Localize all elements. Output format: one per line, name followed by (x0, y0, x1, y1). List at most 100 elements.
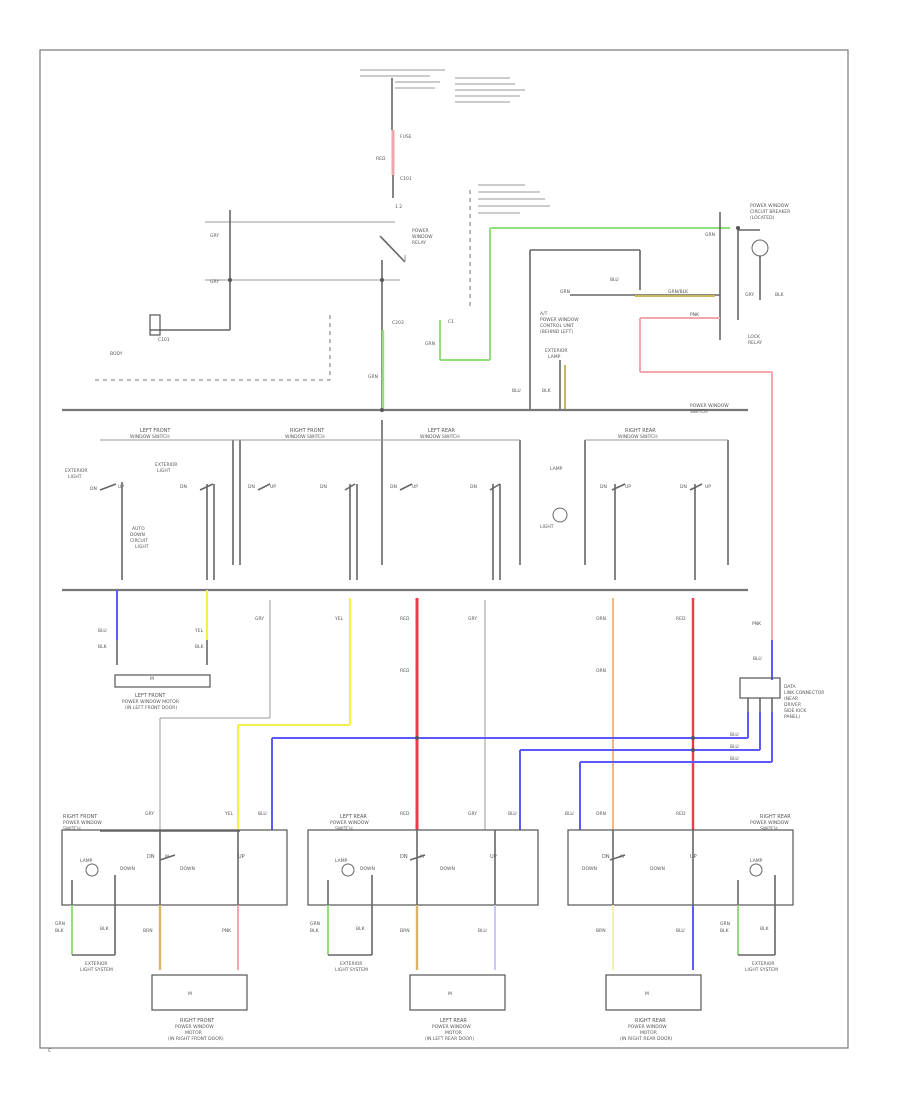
diagram-frame (39, 49, 849, 1049)
svg-text:GRN/BLK: GRN/BLK (668, 289, 689, 295)
svg-text:LEFT REAR: LEFT REAR (440, 1018, 467, 1024)
svg-text:YEL: YEL (224, 811, 234, 817)
svg-text:M: M (188, 991, 192, 997)
svg-text:LEFT FRONT: LEFT FRONT (140, 428, 171, 434)
svg-text:GRY: GRY (468, 811, 477, 817)
svg-text:EXTERIOR: EXTERIOR (752, 961, 775, 967)
svg-text:RED: RED (400, 616, 410, 622)
svg-text:GRN: GRN (310, 921, 320, 927)
svg-text:DATA: DATA (784, 684, 797, 690)
svg-text:AUTO: AUTO (132, 526, 145, 532)
svg-text:LAMP: LAMP (750, 858, 763, 864)
svg-text:RELAY: RELAY (748, 340, 762, 346)
svg-text:(IN RIGHT FRONT DOOR): (IN RIGHT FRONT DOOR) (168, 1036, 224, 1042)
svg-text:GRN: GRN (55, 921, 65, 927)
svg-text:POWER WINDOW: POWER WINDOW (540, 317, 579, 323)
svg-text:CONTROL UNIT: CONTROL UNIT (540, 323, 574, 329)
svg-text:WINDOW SWITCH: WINDOW SWITCH (618, 434, 658, 440)
svg-text:BLU: BLU (512, 388, 521, 394)
svg-text:BLU: BLU (753, 656, 762, 662)
right-front-window-switch-module: RIGHT FRONT POWER WINDOW SWITCH LAMP DOW… (61, 814, 288, 906)
switch-contacts: DN UP DN DN UP DN DN UP DN DN UP (90, 482, 711, 580)
svg-text:WINDOW SWITCH: WINDOW SWITCH (285, 434, 325, 440)
svg-text:GRY: GRY (745, 292, 754, 298)
svg-text:DN: DN (400, 854, 408, 860)
svg-text:EXTERIOR: EXTERIOR (155, 462, 178, 468)
svg-text:BRN: BRN (143, 928, 153, 934)
svg-text:ORN: ORN (596, 811, 606, 817)
svg-text:YEL: YEL (334, 616, 344, 622)
svg-text:RED: RED (676, 811, 686, 817)
svg-text:GRY: GRY (210, 233, 219, 239)
svg-text:RIGHT REAR: RIGHT REAR (625, 428, 656, 434)
svg-text:DOWN: DOWN (440, 866, 455, 872)
svg-text:M: M (420, 854, 424, 860)
svg-text:ORN: ORN (596, 668, 606, 674)
svg-text:ORN: ORN (596, 616, 606, 622)
junction-dots (228, 226, 740, 752)
svg-text:DN: DN (602, 854, 610, 860)
svg-text:(IN LEFT FRONT DOOR): (IN LEFT FRONT DOOR) (125, 705, 177, 711)
svg-text:DOWN: DOWN (120, 866, 135, 872)
svg-text:BODY: BODY (110, 351, 123, 357)
svg-text:LEFT REAR: LEFT REAR (340, 814, 367, 820)
svg-text:BLU: BLU (730, 744, 739, 750)
svg-text:RED: RED (400, 811, 410, 817)
svg-text:LIGHT: LIGHT (157, 468, 171, 474)
svg-text:RELAY: RELAY (412, 240, 426, 246)
svg-text:LEFT FRONT: LEFT FRONT (135, 693, 166, 699)
svg-text:FUSE: FUSE (400, 134, 412, 140)
svg-text:BLK: BLK (356, 926, 366, 932)
svg-text:RED: RED (400, 668, 410, 674)
svg-text:GRN: GRN (705, 232, 715, 238)
svg-text:DN: DN (147, 854, 155, 860)
svg-text:MOTOR: MOTOR (445, 1030, 462, 1036)
svg-text:POWER WINDOW: POWER WINDOW (63, 820, 102, 826)
svg-text:BLK: BLK (720, 928, 730, 934)
svg-text:RIGHT REAR: RIGHT REAR (760, 814, 791, 820)
svg-text:LIGHT: LIGHT (540, 524, 554, 530)
svg-text:GRY: GRY (145, 811, 154, 817)
svg-text:UP: UP (705, 484, 711, 490)
svg-text:POWER WINDOW: POWER WINDOW (750, 203, 789, 209)
svg-text:POWER WINDOW MOTOR: POWER WINDOW MOTOR (122, 699, 179, 705)
svg-text:CIRCUIT BREAKER: CIRCUIT BREAKER (750, 209, 790, 215)
svg-text:RIGHT FRONT: RIGHT FRONT (180, 1018, 215, 1024)
svg-text:DN: DN (180, 484, 187, 490)
svg-text:M: M (448, 991, 452, 997)
svg-text:RIGHT REAR: RIGHT REAR (635, 1018, 666, 1024)
svg-text:LINK CONNECTOR: LINK CONNECTOR (784, 690, 824, 696)
svg-text:UP: UP (625, 484, 631, 490)
svg-text:PNK: PNK (690, 312, 700, 318)
svg-text:UP: UP (412, 484, 418, 490)
svg-text:C: C (48, 1048, 51, 1054)
master-switch-panel: LEFT FRONT WINDOW SWITCH RIGHT FRONT WIN… (65, 420, 729, 580)
svg-text:LAMP: LAMP (550, 466, 563, 472)
svg-text:POWER WINDOW: POWER WINDOW (628, 1024, 667, 1030)
svg-text:C101: C101 (400, 176, 412, 182)
svg-text:LIGHT SYSTEM: LIGHT SYSTEM (335, 967, 368, 973)
svg-text:(IN LEFT REAR DOOR): (IN LEFT REAR DOOR) (425, 1036, 474, 1042)
power-source-label (360, 69, 525, 103)
right-rear-window-switch-module: RIGHT REAR POWER WINDOW SWITCH LAMP DOWN… (567, 814, 794, 906)
svg-text:LEFT REAR: LEFT REAR (428, 428, 455, 434)
svg-text:C1: C1 (448, 319, 454, 325)
svg-text:EXTERIOR: EXTERIOR (65, 468, 88, 474)
svg-text:BLU: BLU (610, 277, 619, 283)
svg-text:1 2: 1 2 (395, 204, 402, 210)
svg-text:SWITCH: SWITCH (690, 409, 708, 415)
svg-text:BLK: BLK (775, 292, 785, 298)
svg-text:LIGHT: LIGHT (68, 474, 82, 480)
svg-text:GRY: GRY (255, 616, 264, 622)
svg-text:BLK: BLK (195, 644, 205, 650)
svg-text:RED: RED (676, 616, 686, 622)
svg-text:RED: RED (376, 156, 386, 162)
svg-text:PNK: PNK (752, 621, 762, 627)
svg-text:LIGHT: LIGHT (135, 544, 149, 550)
svg-text:DOWN: DOWN (582, 866, 597, 872)
svg-text:DOWN: DOWN (650, 866, 665, 872)
svg-text:MOTOR: MOTOR (640, 1030, 657, 1036)
svg-text:M: M (150, 676, 154, 682)
svg-text:C101: C101 (158, 337, 170, 343)
